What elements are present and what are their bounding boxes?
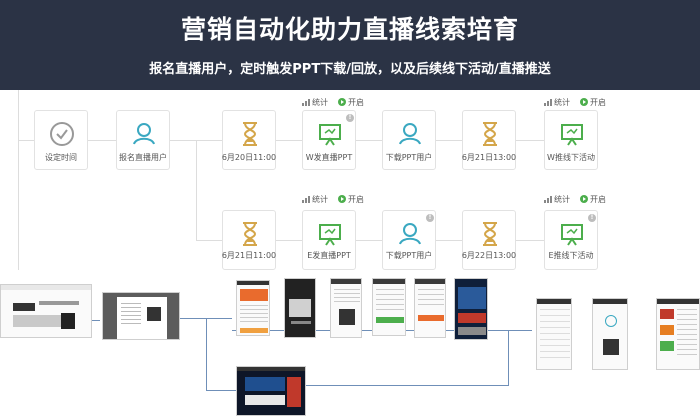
flow-arrow: [306, 385, 509, 386]
node-label: 下载PPT用户: [385, 251, 433, 260]
presentation-icon: [561, 124, 583, 146]
start-link[interactable]: 开启: [348, 194, 364, 204]
flow-connector: [196, 240, 222, 241]
flow-connector: [436, 140, 462, 141]
alert-icon: !: [426, 214, 434, 222]
hourglass-icon: [243, 222, 257, 246]
presentation-icon: [561, 224, 583, 246]
mobile-screen-thumbnail: [454, 278, 488, 340]
start-link[interactable]: 开启: [348, 97, 364, 107]
process-screenshots: [0, 270, 700, 416]
mobile-screen-thumbnail: [330, 278, 362, 338]
start-link[interactable]: 开启: [590, 194, 606, 204]
play-icon: [338, 98, 346, 106]
node-ppt-downloaders-e[interactable]: !: [382, 210, 436, 270]
flow-arrow: [206, 318, 207, 390]
flow-arrow: [92, 320, 100, 321]
user-icon: [133, 123, 155, 145]
stats-icon: [302, 98, 310, 106]
node-registered-users[interactable]: [116, 110, 170, 170]
play-icon: [338, 195, 346, 203]
node-label: 下载PPT用户: [385, 153, 433, 162]
node-w-send-ppt[interactable]: !: [302, 110, 356, 170]
flow-connector: [356, 240, 382, 241]
mobile-screen-thumbnail: [414, 278, 446, 338]
play-icon: [580, 98, 588, 106]
flow-connector: [356, 140, 382, 141]
hourglass-icon: [483, 122, 497, 146]
node-timer-0621-e[interactable]: [222, 210, 276, 270]
node-controls: 统计 开启: [302, 97, 364, 107]
play-icon: [580, 195, 588, 203]
node-set-time[interactable]: [34, 110, 88, 170]
mobile-screen-thumbnail: [656, 298, 700, 370]
banner-subtitle: 报名直播用户，定时触发PPT下载/回放，以及后续线下活动/直播推送: [149, 62, 551, 77]
stats-link[interactable]: 统计: [554, 194, 570, 204]
node-label: 6月21日13:00: [461, 153, 517, 162]
node-timer-0620[interactable]: [222, 110, 276, 170]
node-label: 6月22日13:00: [461, 251, 517, 260]
node-label: 6月21日11:00: [221, 251, 277, 260]
user-icon: [399, 123, 421, 145]
node-timer-0621[interactable]: [462, 110, 516, 170]
node-controls: 统计 开启: [302, 194, 364, 204]
node-label: W发直播PPT: [305, 153, 353, 162]
flow-connector: [516, 240, 544, 241]
alert-icon: !: [346, 114, 354, 122]
node-label: E推线下活动: [548, 251, 594, 260]
flow-canvas: 统计 开启 统计 开启 设定时间 报名直播用户 6月20日11:00 !: [0, 90, 700, 270]
node-label: E发直播PPT: [307, 251, 351, 260]
flow-arrow: [508, 330, 509, 385]
node-timer-0622[interactable]: [462, 210, 516, 270]
flow-connector: [88, 140, 116, 141]
start-link[interactable]: 开启: [590, 97, 606, 107]
stats-icon: [302, 195, 310, 203]
presentation-icon: [319, 224, 341, 246]
stats-link[interactable]: 统计: [312, 194, 328, 204]
clock-icon: [50, 122, 74, 146]
presentation-icon: [319, 124, 341, 146]
flow-connector: [516, 140, 544, 141]
stats-link[interactable]: 统计: [554, 97, 570, 107]
flow-connector: [276, 140, 302, 141]
user-icon: [399, 223, 421, 245]
node-w-offline-event[interactable]: [544, 110, 598, 170]
flow-connector: [18, 90, 19, 270]
node-ppt-downloaders[interactable]: [382, 110, 436, 170]
node-controls: 统计 开启: [544, 97, 606, 107]
node-controls: 统计 开启: [544, 194, 606, 204]
stats-link[interactable]: 统计: [312, 97, 328, 107]
stats-icon: [544, 98, 552, 106]
node-e-send-ppt[interactable]: [302, 210, 356, 270]
mobile-screen-thumbnail: [536, 298, 572, 370]
flow-connector: [276, 240, 302, 241]
node-label: 6月20日11:00: [221, 153, 277, 162]
flow-connector: [436, 240, 462, 241]
banner-title: 营销自动化助力直播线索培育: [180, 15, 519, 44]
alert-icon: !: [588, 214, 596, 222]
hourglass-icon: [243, 122, 257, 146]
flow-connector: [196, 140, 197, 240]
mobile-screen-thumbnail: [372, 278, 406, 336]
flow-arrow: [206, 390, 236, 391]
mobile-screen-thumbnail: [284, 278, 316, 338]
live-room-thumbnail: [236, 366, 306, 416]
flow-connector: [18, 140, 34, 141]
registration-thumbnail: [102, 292, 180, 340]
node-e-offline-event[interactable]: !: [544, 210, 598, 270]
node-label: 报名直播用户: [119, 153, 167, 162]
mobile-screen-thumbnail: [592, 298, 628, 370]
banner: 营销自动化助力直播线索培育 报名直播用户，定时触发PPT下载/回放，以及后续线下…: [0, 0, 700, 90]
hourglass-icon: [483, 222, 497, 246]
website-thumbnail: [0, 284, 92, 338]
stats-icon: [544, 195, 552, 203]
node-label: W推线下活动: [547, 153, 595, 162]
mobile-screen-thumbnail: [236, 280, 270, 336]
node-label: 设定时间: [45, 153, 77, 162]
